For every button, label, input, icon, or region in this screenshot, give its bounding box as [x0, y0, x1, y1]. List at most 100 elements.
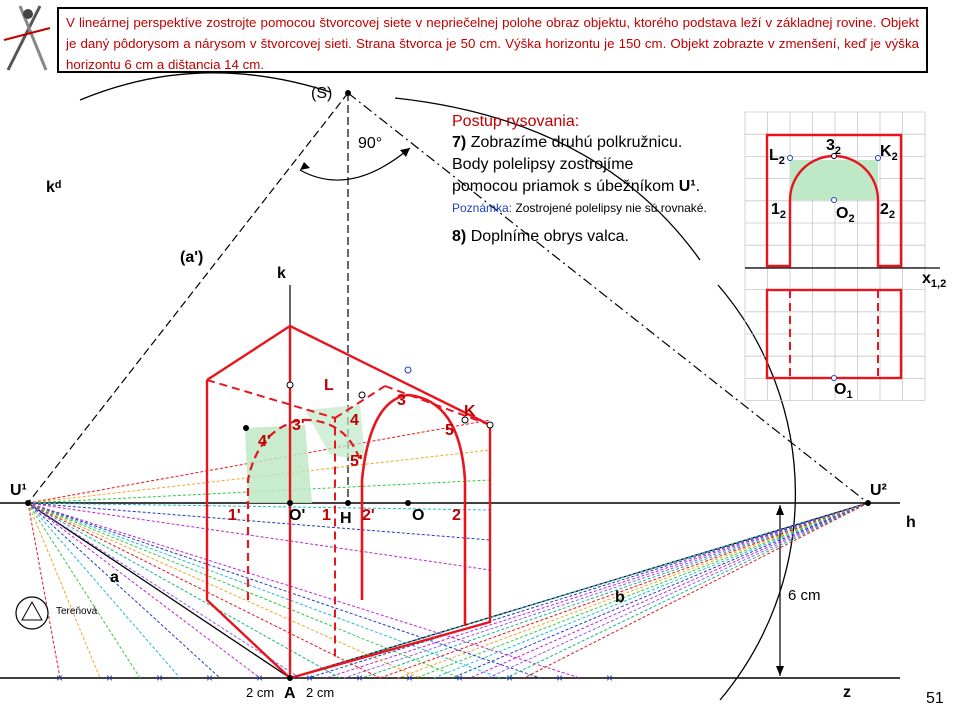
- fan-line-u2: [451, 502, 869, 679]
- ortho-label-k: K2: [880, 143, 898, 163]
- prism-hidden-top: [334, 385, 386, 419]
- tick-mark-icon: ×: [156, 671, 163, 685]
- label-2-prime: 2': [362, 507, 375, 524]
- line-a: [27, 502, 291, 679]
- fan-line-u1: [27, 502, 541, 679]
- step7-line1: 7) Zobrazíme druhú polkružnicu.: [452, 134, 683, 151]
- label-u1: U¹: [10, 482, 27, 499]
- ortho-label-3: 32: [826, 137, 841, 157]
- angle-arrow-right-icon: [400, 148, 410, 157]
- fan-line-u1: [27, 502, 61, 679]
- author-name: Tereňová: [56, 606, 98, 617]
- fan-line-u1: [27, 502, 141, 679]
- object-drawing: [25, 90, 871, 681]
- label-5-prime: 5': [350, 453, 363, 470]
- front-view-outline: [765, 133, 903, 268]
- label-l: L: [324, 377, 334, 394]
- label-k-point: K: [464, 403, 476, 420]
- ortho-label-l: L2: [769, 147, 785, 167]
- label-k: k: [277, 265, 286, 282]
- orthographic-views: [744, 111, 940, 402]
- fan-line-u2: [307, 502, 869, 679]
- tick-mark-icon: ×: [306, 671, 313, 685]
- step8-line: 8) Doplníme obrys valca.: [452, 228, 629, 245]
- fan-line-u2: [289, 502, 869, 679]
- label-3: 3: [397, 392, 406, 409]
- angle-arrow-left-icon: [300, 162, 310, 170]
- fan-line-u1: [27, 502, 581, 679]
- fan-line-u1: [27, 502, 501, 679]
- label-1-prime: 1': [228, 507, 241, 524]
- label-kd: kᵈ: [46, 179, 61, 196]
- label-o: O: [412, 507, 424, 524]
- label-4-prime: 4': [258, 433, 271, 450]
- label-u2: U²: [870, 482, 887, 499]
- label-o-prime: O': [289, 507, 305, 524]
- fan-line-upper: [27, 419, 491, 504]
- fan-line-u1: [27, 502, 381, 679]
- steps-heading: Postup rysovania:: [452, 113, 580, 130]
- compass-logo-icon: [3, 5, 51, 71]
- label-h: h: [906, 514, 916, 531]
- fan-line-upper: [27, 502, 491, 541]
- fan-line-u1: [27, 502, 181, 679]
- step7-line3: pomocou priamok s úbežníkom U¹.: [452, 178, 701, 195]
- tick-mark-icon: ×: [356, 671, 363, 685]
- distance-circle-arc-top-right: [394, 97, 701, 261]
- label-b: b: [615, 589, 625, 606]
- fan-line-u2: [379, 502, 869, 679]
- fan-lines: [27, 419, 869, 679]
- fan-line-upper: [27, 502, 491, 511]
- ortho-label-o1: O1: [834, 381, 853, 401]
- fan-line-u2: [433, 502, 869, 679]
- distance-circle-arc-top: [79, 72, 331, 101]
- fan-line-u2: [523, 502, 869, 679]
- fan-line-u2: [469, 502, 869, 679]
- label-six-cm: 6 cm: [788, 587, 821, 604]
- fan-line-u1: [27, 502, 301, 679]
- fan-line-u2: [415, 502, 869, 679]
- tick-mark-icon: ×: [256, 671, 263, 685]
- label-4: 4: [350, 412, 359, 429]
- page-number: 51: [926, 690, 944, 707]
- fan-line-u2: [343, 502, 869, 679]
- label-2: 2: [452, 507, 461, 524]
- tick-mark-icon: ×: [106, 671, 113, 685]
- fan-line-u2: [325, 502, 869, 679]
- fan-line-u2: [505, 502, 869, 679]
- ortho-label-o2: O2: [836, 205, 855, 225]
- fan-line-u1: [27, 502, 101, 679]
- front-arch: [360, 393, 467, 626]
- tick-mark-icon: ×: [56, 671, 63, 685]
- shaded-region-left: [245, 425, 312, 503]
- ground-line-ticks: × × × × × × × × × × × ×: [56, 671, 613, 685]
- ortho-label-x12: x1,2: [922, 270, 946, 290]
- right-angle-arc: [299, 147, 411, 181]
- step7-note: Poznámka: Zostrojené polelipsy nie sú ro…: [452, 201, 707, 215]
- label-s: (S): [311, 85, 332, 102]
- tick-mark-icon: ×: [206, 671, 213, 685]
- tick-mark-icon: ×: [506, 671, 513, 685]
- author-logo-icon: [15, 596, 49, 630]
- fan-line-u1: [27, 502, 261, 679]
- ortho-shaded-region: [790, 160, 878, 200]
- fan-line-u1: [27, 502, 341, 679]
- tick-mark-icon: ×: [556, 671, 563, 685]
- fan-line-u1: [27, 502, 421, 679]
- dimension-arrow-down-icon: [776, 666, 784, 676]
- label-angle: 90°: [358, 135, 382, 152]
- label-h-point: H: [340, 510, 352, 527]
- fan-line-u2: [397, 502, 869, 679]
- label-5: 5: [445, 422, 454, 439]
- label-a: a: [110, 569, 119, 586]
- fan-line-u1: [27, 502, 221, 679]
- tick-mark-icon: ×: [406, 671, 413, 685]
- fan-line-upper: [27, 502, 491, 571]
- label-1: 1: [322, 507, 331, 524]
- tick-mark-icon: ×: [606, 671, 613, 685]
- drawing-steps: Postup rysovania: 7) Zobrazíme druhú pol…: [452, 112, 752, 248]
- ortho-label-1: 12: [771, 201, 786, 221]
- tick-mark-icon: ×: [456, 671, 463, 685]
